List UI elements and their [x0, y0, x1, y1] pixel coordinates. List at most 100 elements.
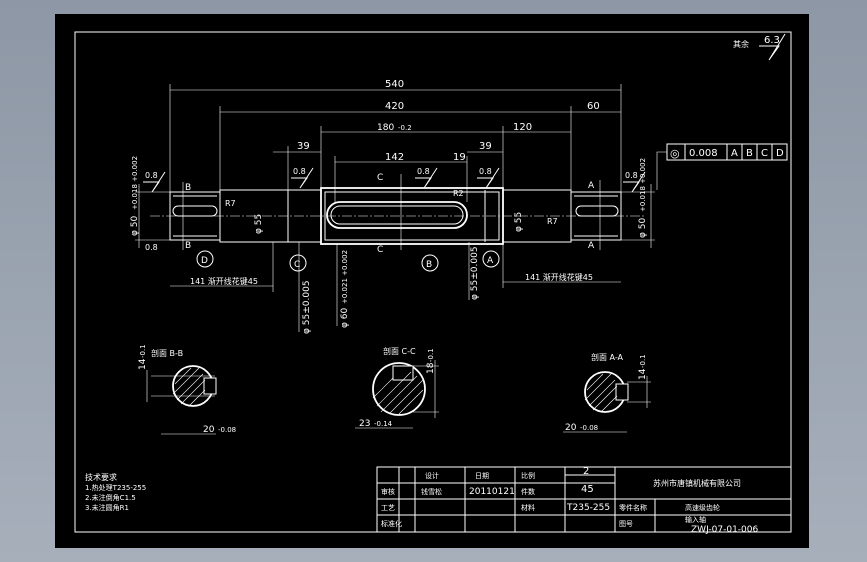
- roughness-mark-6: 0.8: [145, 243, 158, 252]
- section-cc-width-tol: -0.14: [374, 420, 393, 428]
- section-aa-title: 剖面 A-A: [591, 352, 624, 362]
- hatch-bb: [172, 367, 206, 407]
- tb-date: 20110121: [469, 487, 515, 497]
- dim-39-right: 39: [479, 141, 492, 152]
- dim-center-dia-main-tol: +0.021 +0.002: [341, 250, 349, 304]
- datum-circle-d: [196, 250, 214, 268]
- title-block: 审核 工艺 标准化 设计 钱雪松 日期 20110121 比例 件数 材料 2 …: [376, 466, 792, 535]
- tb-row2-col4: 件数: [521, 487, 535, 496]
- section-aa-width: 20: [565, 423, 577, 433]
- tb-row3-col4: 材料: [521, 503, 535, 512]
- tb-company: 苏州市唐镇机械有限公司: [653, 478, 741, 488]
- roughness-corner: 其余 6.3: [733, 33, 786, 61]
- dim-right-end-dia-tol: +0.018 +0.002: [639, 158, 647, 212]
- tolerance-ref-d: D: [776, 148, 784, 159]
- roughness-marks: 0.8 0.8 0.8 0.8 0.8 0.8: [143, 167, 646, 252]
- horizontal-dimensions: 540 420 60 180 -0.2 120 39: [169, 79, 622, 292]
- dim-180: 180: [377, 123, 394, 133]
- section-b-top: B: [185, 183, 191, 193]
- tb-row2-col1: 审核: [381, 487, 395, 496]
- technical-notes: 技术要求 1.热处理T235-255 2.未注倒角C1.5 3.未注圆角R1: [85, 472, 146, 512]
- datum-a: A: [487, 256, 494, 266]
- tb-drawing-no: ZWJ-07-01-006: [691, 525, 758, 535]
- section-cc-height-tol: -0.1: [427, 348, 435, 362]
- inner-frame: [74, 31, 792, 533]
- dim-right-spline: 141 渐开线花键45: [525, 272, 593, 282]
- section-c-top: C: [377, 173, 383, 183]
- section-aa-height-tol: -0.1: [639, 354, 647, 368]
- drawing-sheet[interactable]: 其余 6.3: [55, 14, 809, 548]
- dim-420: 420: [385, 101, 404, 112]
- diameter-dimensions: φ 50 +0.018 +0.002 φ 55 φ 55±0.005 φ 60 …: [130, 156, 655, 334]
- dim-left-spline: 141 渐开线花键45: [190, 276, 258, 286]
- dim-39-left: 39: [297, 141, 310, 152]
- roughness-icon: [759, 33, 786, 61]
- tolerance-ref-a: A: [731, 148, 738, 159]
- roughness-mark-2: 0.8: [293, 167, 306, 176]
- roughness-mark-3: 0.8: [417, 167, 430, 176]
- tb-row4-col1: 标准化: [381, 519, 402, 528]
- section-b-bot: B: [185, 241, 191, 251]
- tb-quantity: 45: [581, 484, 594, 495]
- dim-right-end-dia: φ 50: [638, 217, 648, 238]
- tolerance-frame: ◎ 0.008 A B C D: [656, 143, 788, 190]
- tolerance-ref-c: C: [761, 148, 768, 159]
- tb-row1-col3: 日期: [475, 472, 489, 480]
- tb-part-name: 输入轴: [685, 515, 706, 524]
- section-bb-height: 14: [138, 358, 148, 370]
- dim-right-bearing-dia-label: φ 55±0.005: [470, 246, 480, 300]
- section-bb-width-tol: -0.08: [218, 426, 236, 434]
- tolerance-ref-b: B: [746, 148, 753, 159]
- main-keyway: [326, 201, 468, 229]
- shaft-main-view: [150, 174, 645, 250]
- tb-row2-col2: 钱雪松: [421, 487, 442, 496]
- datum-b: B: [426, 260, 432, 270]
- section-cc-title: 剖面 C-C: [383, 346, 416, 356]
- dim-540: 540: [385, 79, 404, 90]
- section-aa-width-tol: -0.08: [580, 424, 598, 432]
- tb-material: T235-255: [566, 503, 610, 513]
- section-cc-height: 18: [426, 362, 436, 374]
- datum-markers: D C B A: [196, 250, 500, 272]
- roughness-icon: [415, 167, 438, 189]
- section-bb-title: 剖面 B-B: [151, 348, 183, 358]
- section-bb: 剖面 B-B 14-0.1 20 -0.08: [138, 344, 236, 435]
- roughness-icon: [143, 171, 166, 193]
- tb-label-no: 图号: [619, 520, 633, 528]
- datum-circle-b: [421, 254, 439, 272]
- datum-circle-a: [482, 250, 500, 268]
- section-a-bot: A: [588, 241, 595, 251]
- tb-row3-col1: 工艺: [381, 504, 395, 512]
- left-keyway: [172, 205, 218, 217]
- concentricity-icon: ◎: [670, 147, 680, 160]
- dim-right-bearing-dia: φ 55: [514, 212, 524, 232]
- section-aa: 剖面 A-A 14-0.1 20 -0.08: [563, 352, 651, 433]
- dim-left-end-dia: φ 50: [130, 215, 140, 236]
- section-c-bot: C: [377, 245, 383, 255]
- shaft-drawing: 其余 6.3: [74, 31, 792, 535]
- datum-circle-c: [289, 254, 307, 272]
- dim-left-end-dia-tol: +0.018 +0.002: [131, 156, 139, 210]
- right-keyway: [575, 205, 619, 217]
- roughness-icon: [477, 167, 500, 189]
- dim-120: 120: [513, 122, 532, 133]
- dim-19: 19: [453, 152, 466, 163]
- dim-142: 142: [385, 152, 404, 163]
- dim-60: 60: [587, 101, 600, 112]
- tb-scale: 2: [583, 466, 589, 477]
- dim-r7-left: R7: [225, 199, 236, 208]
- datum-c: C: [294, 260, 300, 270]
- section-bb-height-tol: -0.1: [139, 344, 147, 358]
- roughness-mark-5: 0.8: [625, 171, 638, 180]
- dim-r7-right: R7: [547, 217, 558, 226]
- tb-drawing-name: 高速级齿轮: [685, 503, 720, 512]
- roughness-mark-1: 0.8: [145, 171, 158, 180]
- section-markers: B B C C A A: [185, 173, 595, 255]
- tb-row1-col4: 比例: [521, 471, 535, 480]
- hatch-aa: [584, 373, 618, 413]
- roughness-icon: [291, 167, 314, 189]
- section-bb-width: 20: [203, 425, 215, 435]
- dim-chamfer-r: R2: [453, 189, 464, 198]
- dim-center-dia-main: φ 60: [340, 307, 350, 328]
